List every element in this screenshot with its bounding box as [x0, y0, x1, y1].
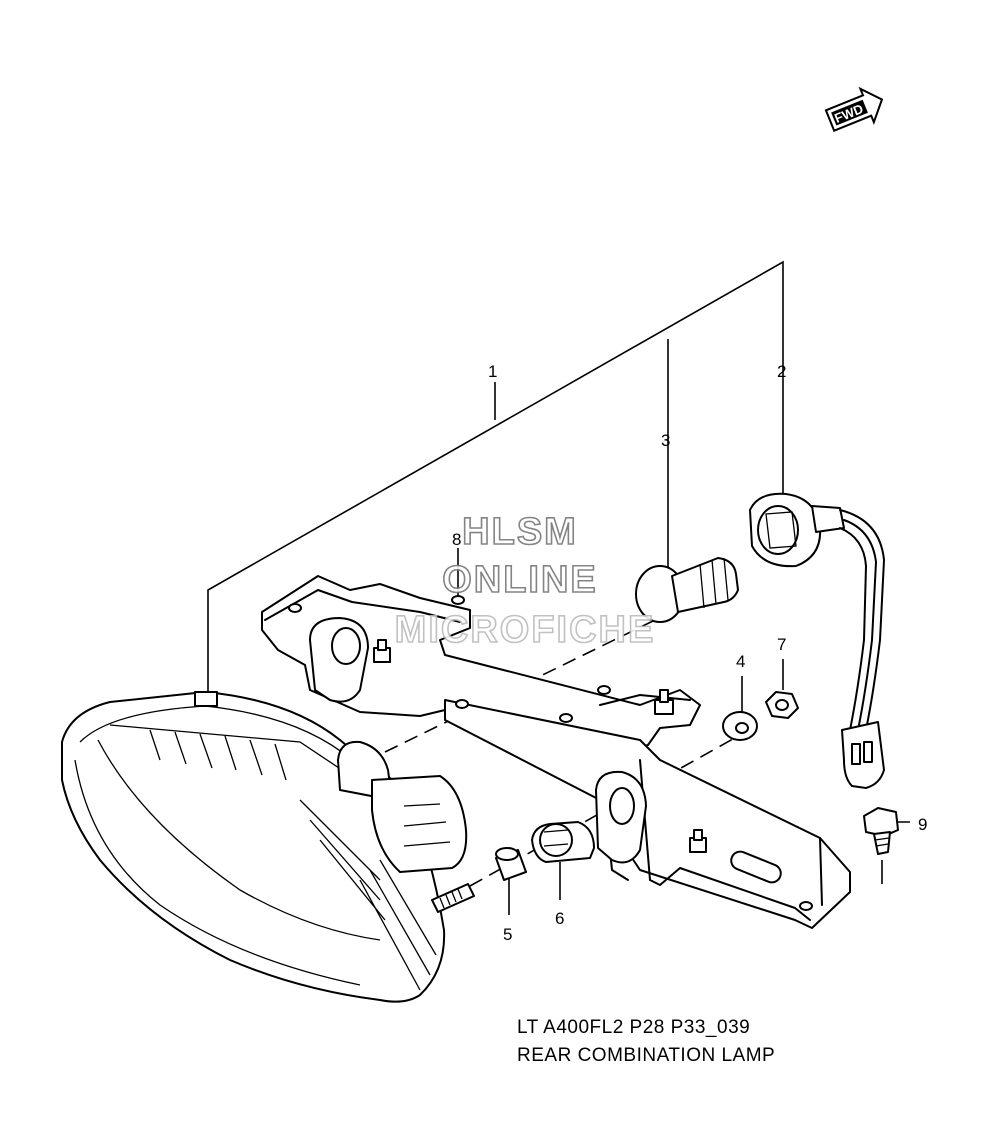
lamp-housing — [61, 691, 475, 1003]
callout-9: 9 — [918, 815, 927, 834]
watermark: HLSM ONLINE MICROFICHE — [394, 510, 656, 652]
washer — [722, 711, 758, 741]
svg-text:HLSM: HLSM — [462, 511, 578, 553]
callout-1: 1 — [488, 362, 497, 381]
callout-8: 8 — [452, 530, 461, 549]
callout-6: 6 — [555, 909, 564, 928]
socket-harness — [749, 492, 885, 789]
fwd-arrow-icon: FWD — [824, 86, 884, 132]
callout-2: 2 — [777, 362, 786, 381]
grommet — [531, 821, 595, 863]
bulb — [635, 557, 739, 623]
screw — [863, 807, 899, 855]
svg-text:ONLINE: ONLINE — [442, 559, 598, 601]
spacer — [495, 847, 527, 881]
mounting-bracket — [261, 575, 851, 929]
callout-5: 5 — [503, 925, 512, 944]
callout-4: 4 — [736, 652, 745, 671]
callouts: 1 2 3 4 7 8 9 5 6 — [452, 362, 927, 944]
svg-text:MICROFICHE: MICROFICHE — [395, 609, 656, 651]
nut — [765, 691, 799, 719]
callout-7: 7 — [777, 635, 786, 654]
diagram-code: LT A400FL2 P28 P33_039 — [517, 1017, 751, 1038]
diagram-title: REAR COMBINATION LAMP — [517, 1045, 776, 1066]
callout-3: 3 — [661, 431, 670, 450]
